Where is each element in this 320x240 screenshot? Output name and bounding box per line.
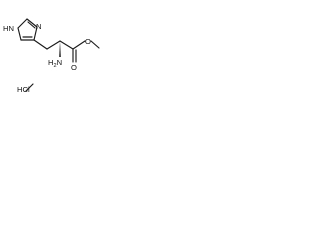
histidine-methyl-ester-hcl-structure: HN N O O H2N HCl xyxy=(3,18,100,94)
ring-bond-n1-c2 xyxy=(17,18,28,29)
ring-nh-label: HN xyxy=(3,24,14,33)
salt-bond xyxy=(25,83,34,92)
stereo-wedge-bond-to-amine xyxy=(59,41,61,57)
ring-bond-c2-n3 xyxy=(26,18,38,28)
bond-ch2-to-alpha-carbon xyxy=(46,40,61,50)
ring-bond-c2-n3-double xyxy=(27,21,36,29)
hydrochloride-salt-label: HCl xyxy=(17,85,30,94)
ring-n-label: N xyxy=(36,22,41,31)
bond-ester-oxygen-to-methyl xyxy=(90,40,100,49)
amine-subscript: 2 xyxy=(53,63,56,69)
bond-ring-to-ch2 xyxy=(33,39,48,50)
ester-oxygen-label: O xyxy=(85,37,91,46)
ring-bond-c5-n1 xyxy=(17,27,22,41)
bond-carbonyl-to-ester-oxygen xyxy=(72,40,86,50)
ring-bond-n3-c4 xyxy=(33,26,38,41)
carbonyl-oxygen-label: O xyxy=(71,63,77,72)
amine-group-label: H2N xyxy=(48,58,62,69)
bond-alpha-to-carbonyl-carbon xyxy=(59,40,74,50)
imidazole-ring xyxy=(17,18,38,41)
amine-hydrogen: H xyxy=(48,58,53,67)
amine-nitrogen: N xyxy=(57,58,62,67)
